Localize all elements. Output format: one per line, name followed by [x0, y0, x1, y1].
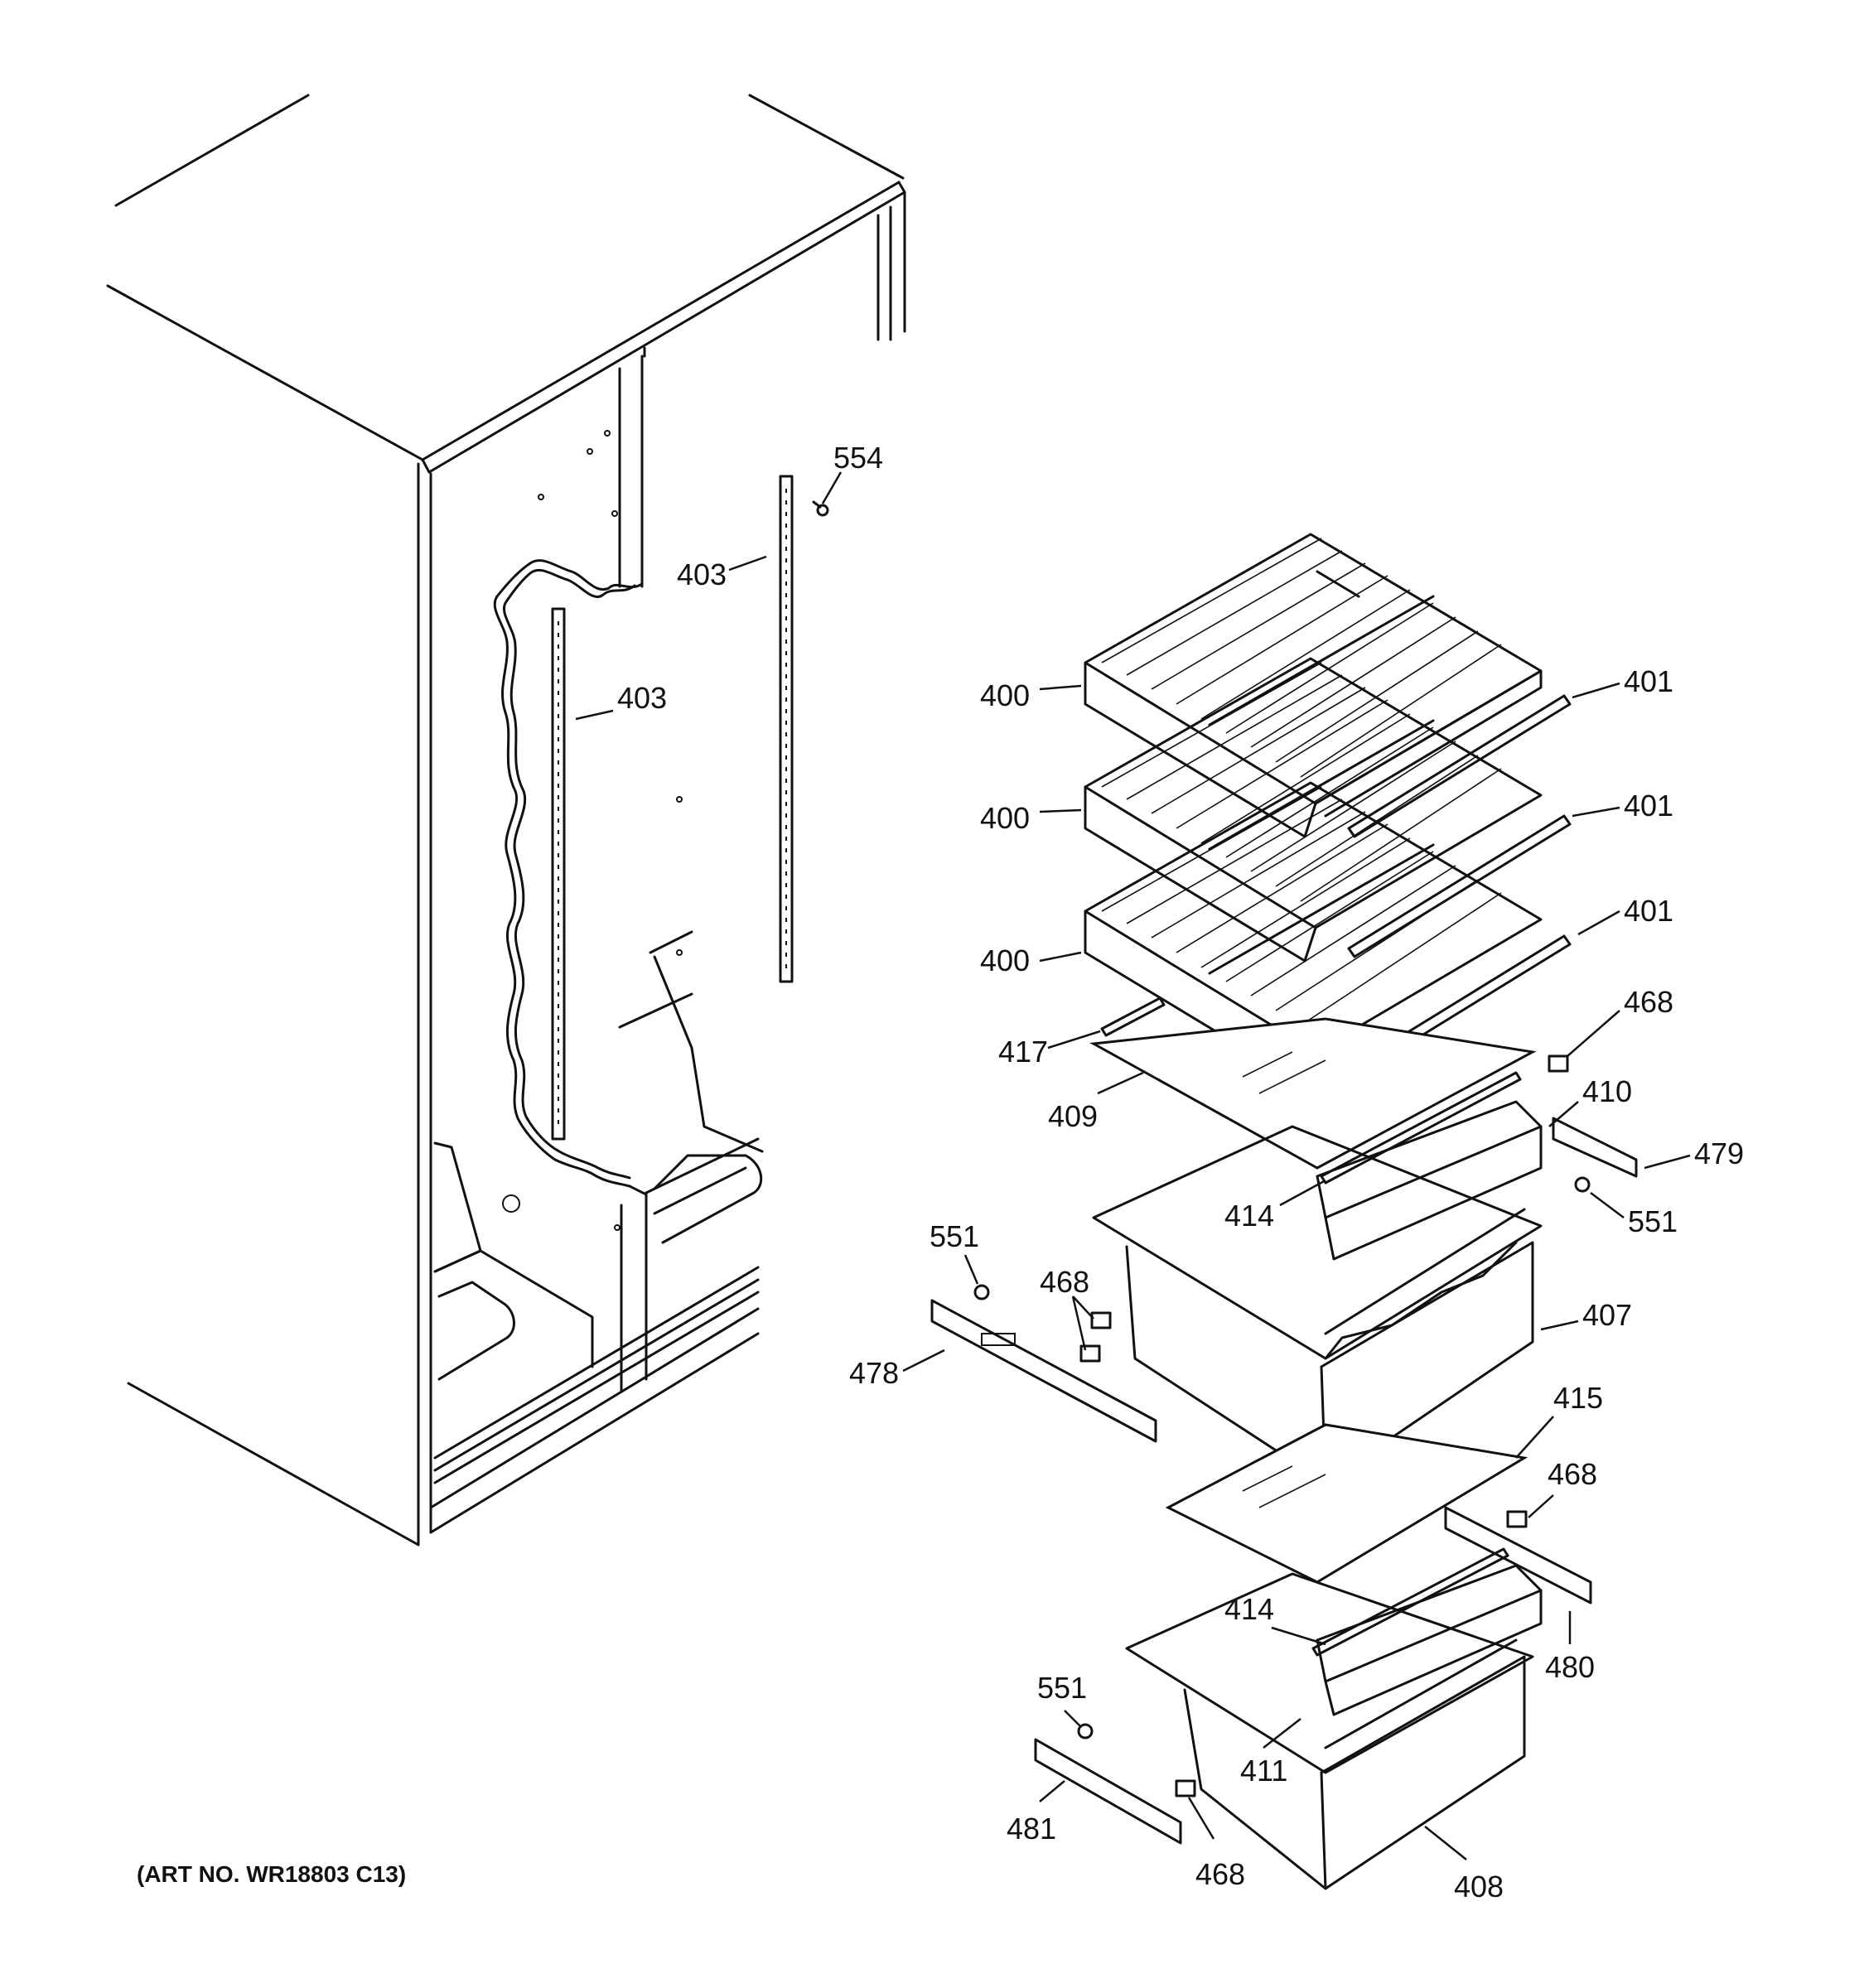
callout-408: 408 — [1454, 1870, 1504, 1904]
callout-409: 409 — [1048, 1099, 1098, 1133]
screw-551-b — [1574, 1176, 1591, 1193]
screw-554 — [812, 500, 829, 517]
drawer-slide-481 — [1034, 1738, 1182, 1845]
wire-shelf-3 — [1084, 781, 1543, 1087]
callout-400-mid: 400 — [980, 801, 1030, 835]
callout-551-left: 551 — [930, 1219, 979, 1253]
callout-400-bottom: 400 — [980, 943, 1030, 977]
stop-468-a — [1548, 1054, 1569, 1073]
drawer-slide-479 — [1552, 1117, 1638, 1178]
callout-401-bottom: 401 — [1624, 894, 1673, 928]
stop-468-e — [1175, 1779, 1196, 1797]
callout-478: 478 — [849, 1356, 899, 1390]
stop-468-d — [1506, 1510, 1528, 1528]
bracket-414-lower — [1311, 1547, 1509, 1657]
shelf-front-417 — [1100, 996, 1166, 1037]
stop-468-c — [1079, 1344, 1101, 1363]
callout-554: 554 — [833, 441, 883, 475]
callout-415: 415 — [1553, 1381, 1603, 1415]
art-number: (ART NO. WR18803 C13) — [137, 1861, 406, 1887]
shelf-trim-2 — [1347, 814, 1572, 958]
stop-468-b — [1090, 1311, 1112, 1329]
drawer-slide-478 — [930, 1299, 1157, 1443]
callout-468-upper: 468 — [1624, 985, 1673, 1019]
leader-lines — [575, 471, 1691, 1860]
callout-401-top: 401 — [1624, 664, 1673, 698]
callout-414-lower: 414 — [1224, 1592, 1274, 1626]
callout-407: 407 — [1582, 1298, 1632, 1332]
crisper-glass-415 — [1165, 1423, 1528, 1584]
callout-481: 481 — [1007, 1812, 1056, 1846]
callout-468-mid: 468 — [1040, 1265, 1089, 1299]
callout-401-mid: 401 — [1624, 789, 1673, 823]
callout-551-lower: 551 — [1037, 1671, 1087, 1705]
callout-403-rear: 403 — [677, 557, 727, 591]
screw-551-c — [1077, 1723, 1094, 1740]
shelf-trim-1 — [1347, 694, 1572, 838]
callout-468-lower: 468 — [1548, 1457, 1597, 1491]
callout-400-top: 400 — [980, 678, 1030, 712]
wire-shelf-1 — [1084, 533, 1543, 838]
callout-479: 479 — [1694, 1136, 1744, 1170]
shelf-ladder-front — [551, 607, 566, 1141]
drawer-slide-480 — [1444, 1506, 1592, 1604]
callout-551-right: 551 — [1628, 1204, 1678, 1238]
refrigerator-cabinet — [106, 94, 906, 1546]
callout-411: 411 — [1240, 1754, 1287, 1788]
crisper-cover-410 — [1316, 1100, 1543, 1261]
callout-414-upper: 414 — [1224, 1199, 1274, 1233]
callout-480: 480 — [1545, 1650, 1595, 1684]
callout-410: 410 — [1582, 1074, 1632, 1108]
crisper-drawer-408 — [1125, 1572, 1534, 1890]
callout-403-front: 403 — [617, 681, 667, 715]
screw-551-a — [973, 1284, 990, 1300]
callout-468-bottom: 468 — [1195, 1857, 1245, 1891]
shelf-ladder-rear — [779, 475, 794, 983]
callout-417: 417 — [998, 1035, 1048, 1069]
shelf-glass-409 — [1089, 1017, 1537, 1170]
callout-labels: 554 403 403 400 400 400 401 401 401 468 … — [617, 441, 1744, 1904]
crisper-cover-411 — [1316, 1564, 1543, 1716]
